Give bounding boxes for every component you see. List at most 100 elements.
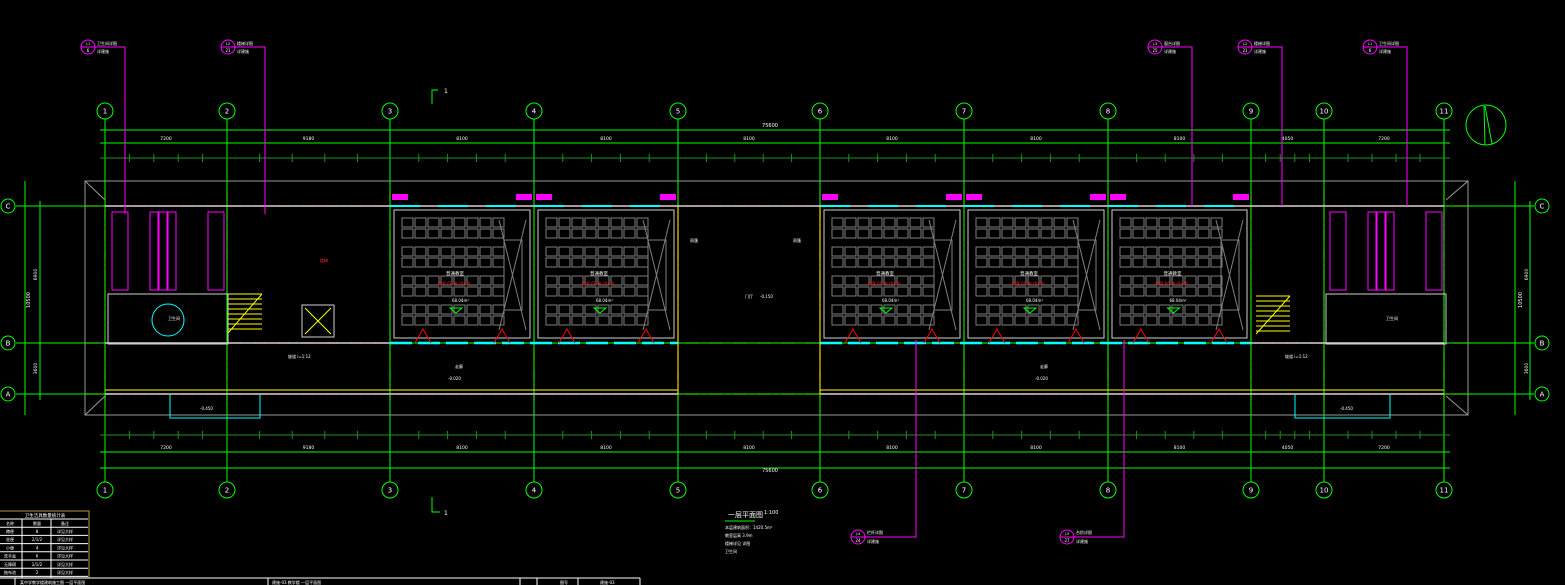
desk	[1197, 246, 1210, 257]
desk	[1158, 315, 1171, 326]
desk	[440, 228, 453, 239]
axis-bubble-label: 1	[103, 108, 107, 116]
desk	[831, 315, 844, 326]
desk	[857, 304, 870, 315]
axis-bubble-label: 4	[532, 108, 537, 116]
desk	[975, 275, 988, 286]
desk	[597, 304, 610, 315]
desk	[1014, 246, 1027, 257]
table-cell: 拖布池	[4, 569, 16, 575]
axis-bubble-label: C	[1540, 203, 1545, 211]
desk	[1132, 228, 1145, 239]
axis-bubble-4: 4	[525, 102, 543, 120]
desk	[922, 286, 935, 297]
desk	[896, 315, 909, 326]
desk	[870, 246, 883, 257]
blackboard-podium	[498, 219, 527, 331]
desk	[1210, 315, 1223, 326]
table-cell: 2	[36, 570, 39, 575]
corridor-label-right: 走廊	[1040, 363, 1048, 369]
bay-dimension-top: 8100	[743, 136, 755, 142]
desk	[1053, 257, 1066, 268]
desk	[636, 286, 649, 297]
desk	[558, 286, 571, 297]
desk	[453, 286, 466, 297]
desk	[636, 217, 649, 228]
blackboard-podium	[1215, 219, 1244, 331]
axis-bubble-label: 10	[1320, 108, 1329, 116]
desk	[909, 315, 922, 326]
callout-leader	[851, 340, 917, 538]
stair-2	[1255, 295, 1291, 335]
desk	[1053, 217, 1066, 228]
desk	[427, 304, 440, 315]
corridor-level-left: -0.020	[448, 376, 461, 381]
desk	[988, 228, 1001, 239]
desk	[1210, 228, 1223, 239]
toilet-stall	[167, 211, 177, 291]
desk	[427, 275, 440, 286]
axis-bubble-C: C	[1534, 198, 1550, 214]
callout-ref: J-3	[1152, 42, 1157, 46]
axis-bubble-label: 9	[1249, 487, 1253, 495]
entrance-porch	[169, 394, 1391, 419]
desk	[1053, 286, 1066, 297]
axis-bubble-11: 11	[1435, 102, 1453, 120]
bay-dimension-bottom: 7200	[1378, 445, 1390, 451]
classroom-wall	[1111, 209, 1248, 339]
toilet-partition	[111, 211, 129, 291]
desk	[1171, 257, 1184, 268]
door-swing-icon	[1210, 327, 1228, 344]
desk	[975, 217, 988, 228]
desk	[896, 246, 909, 257]
callout-sub: 详建施	[1254, 48, 1266, 54]
desk	[597, 228, 610, 239]
desk	[975, 315, 988, 326]
desk	[870, 217, 883, 228]
desk	[414, 286, 427, 297]
desk	[1132, 315, 1145, 326]
desk	[988, 286, 1001, 297]
axis-bubble-label: 4	[532, 487, 537, 495]
desk	[545, 246, 558, 257]
desk	[1210, 246, 1223, 257]
desk	[401, 217, 414, 228]
desk	[453, 315, 466, 326]
desk	[1040, 228, 1053, 239]
desk	[1145, 217, 1158, 228]
desk	[1184, 228, 1197, 239]
row-dimension-left: 3600	[33, 363, 39, 375]
callout-sub: 详建施	[1164, 48, 1176, 54]
desk	[883, 315, 896, 326]
desk	[883, 275, 896, 286]
desk	[610, 228, 623, 239]
title-block: 某中学教学楼建筑施工图 一层平面图建施-03 教学楼 一层平面图图号建施-03	[0, 577, 641, 585]
desk	[584, 275, 597, 286]
stair-break	[1255, 295, 1291, 335]
desk	[896, 275, 909, 286]
callout-label: 楼梯详图	[237, 40, 253, 46]
level-marker-icon	[592, 307, 608, 314]
desk	[1184, 246, 1197, 257]
bay-dimension-bottom: 9180	[303, 445, 315, 451]
desk	[896, 228, 909, 239]
desk	[453, 257, 466, 268]
desk	[1001, 246, 1014, 257]
desk	[988, 275, 1001, 286]
axis-bubble-label: 3	[388, 487, 392, 495]
note-1: 本层建筑面积：1420.5m²	[725, 524, 773, 530]
room-area: 68.04m²	[1170, 298, 1187, 303]
axis-bubble-B: B	[0, 335, 16, 351]
axis-bubble-A: A	[1534, 386, 1550, 402]
desk	[1066, 257, 1079, 268]
table-cell: 详见大样	[57, 569, 73, 575]
axis-bubble-label: 6	[818, 108, 823, 116]
desk	[571, 315, 584, 326]
exterior-wall	[105, 205, 1444, 395]
desk	[545, 304, 558, 315]
desk	[558, 228, 571, 239]
desk	[610, 304, 623, 315]
toilet-block-1: 卫生间	[107, 211, 229, 345]
window-tag	[660, 194, 676, 200]
